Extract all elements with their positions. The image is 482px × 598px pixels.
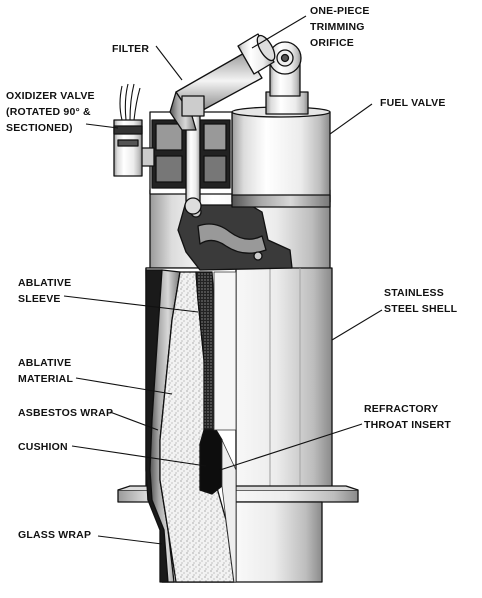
- label-ablative-material: ABLATIVE MATERIAL: [18, 357, 74, 385]
- label-refractory-throat-insert: REFRACTORY THROAT INSERT: [364, 403, 451, 431]
- drawing: [113, 33, 359, 583]
- refractory-throat-insert: [199, 429, 223, 495]
- label-fuel-valve: FUEL VALVE: [380, 97, 446, 109]
- label-oxidizer-valve: OXIDIZER VALVE (ROTATED 90° & SECTIONED): [6, 90, 98, 134]
- label-cushion: CUSHION: [18, 441, 68, 453]
- label-glass-wrap: GLASS WRAP: [18, 529, 91, 541]
- connector-wires: [119, 83, 141, 121]
- label-ablative-sleeve: ABLATIVE SLEEVE: [18, 277, 74, 305]
- label-asbestos-wrap: ASBESTOS WRAP: [18, 407, 113, 419]
- leader-lines: [63, 15, 383, 545]
- label-filter: FILTER: [112, 43, 149, 55]
- label-stainless-steel-shell: STAINLESS STEEL SHELL: [384, 287, 458, 315]
- fuel-valve-body: [231, 111, 331, 203]
- label-trimming-orifice: ONE-PIECE TRIMMING ORIFICE: [310, 5, 373, 49]
